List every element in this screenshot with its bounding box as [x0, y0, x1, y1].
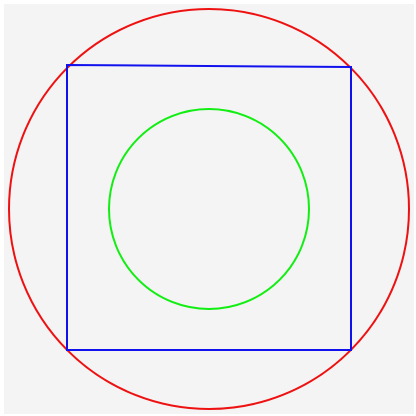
diagram-background — [4, 4, 414, 414]
inscribed-square — [66, 63, 352, 351]
circumscribed-circle — [8, 8, 410, 410]
inner-circle — [108, 108, 310, 310]
